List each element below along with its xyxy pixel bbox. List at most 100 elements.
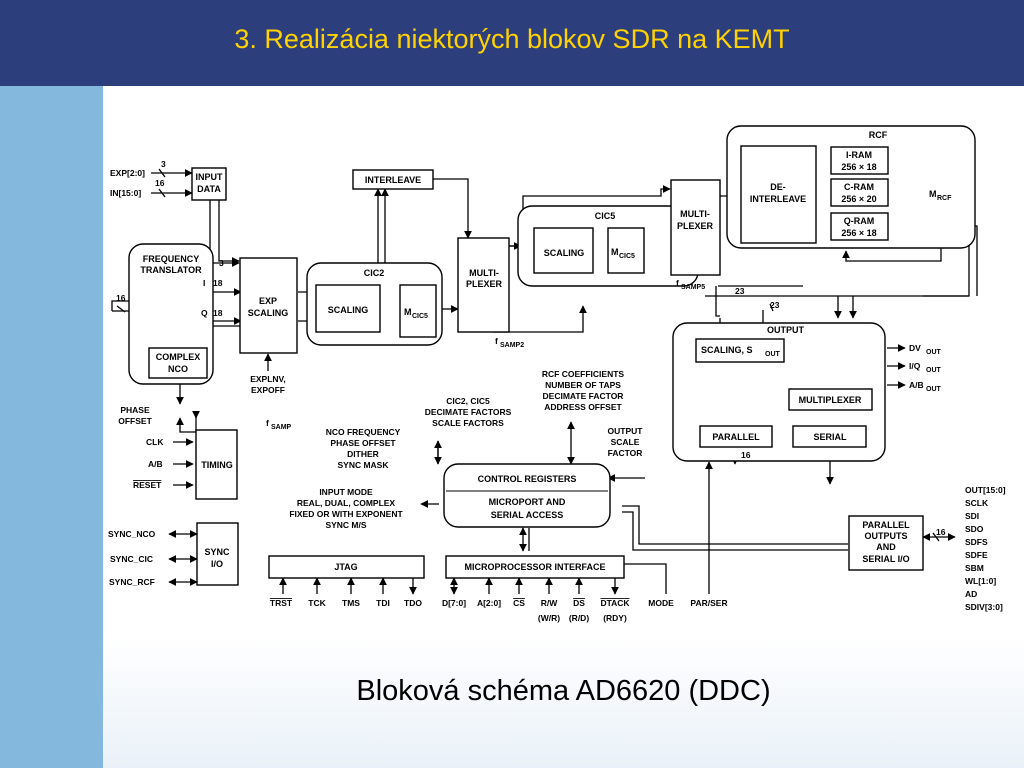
- cic5-scaling-block: [533, 227, 594, 274]
- nco-notes-3: DITHER: [347, 449, 379, 459]
- mux1-label-2: PLEXER: [466, 279, 503, 289]
- pin-trst: TRST: [270, 598, 293, 608]
- nco-notes-4: SYNC MASK: [337, 460, 389, 470]
- multiplexer-block: [788, 388, 873, 411]
- mcic5-block: [607, 227, 645, 274]
- interleave-block: [352, 169, 434, 190]
- cic2-label: CIC2: [364, 268, 385, 278]
- cic2-scaling-label: SCALING: [328, 305, 369, 315]
- rcf-notes-1: RCF COEFFICIENTS: [542, 369, 624, 379]
- pin-par-ser: PAR/SER: [690, 598, 727, 608]
- pin-tdi: TDI: [376, 598, 390, 608]
- out-pin-7: SBM: [965, 563, 984, 573]
- out-pin-9: AD: [965, 589, 977, 599]
- pin-dtack: DTACK: [600, 598, 630, 608]
- parallel-outputs-label-4: SERIAL I/O: [862, 554, 909, 564]
- exp-scaling-label-2: SCALING: [248, 308, 289, 318]
- input-data-block: [191, 167, 227, 201]
- cic-notes-3: SCALE FACTORS: [432, 418, 504, 428]
- input-mode-1: INPUT MODE: [319, 487, 373, 497]
- pin-ds: DS: [573, 598, 585, 608]
- sync-io-block: [196, 522, 239, 586]
- bus-width-16-c: 16: [741, 450, 751, 460]
- phase-offset-label-2: OFFSET: [118, 416, 152, 426]
- left-decor-bar: [0, 86, 103, 768]
- bus-width-3-b: 3: [219, 258, 224, 268]
- complex-nco-label-2: NCO: [168, 364, 188, 374]
- q-label: Q: [201, 308, 208, 318]
- control-registers-block: [443, 463, 611, 528]
- deinterleave-label-1: DE-: [770, 182, 786, 192]
- explnv-label-2: EXPOFF: [251, 385, 285, 395]
- ab-label: A/B: [148, 459, 163, 469]
- nco-notes-1: NCO FREQUENCY: [326, 427, 401, 437]
- cram-label-1: C-RAM: [844, 182, 874, 192]
- input-mode-4: SYNC M/S: [325, 520, 366, 530]
- iram-label-2: 256 × 18: [841, 162, 876, 172]
- mcic2-label: M: [404, 307, 412, 317]
- qram-label-1: Q-RAM: [844, 216, 875, 226]
- deinterleave-label-2: INTERLEAVE: [750, 194, 806, 204]
- sync-cic-label: SYNC_CIC: [110, 554, 153, 564]
- q-ram-block: [830, 212, 889, 241]
- rcf-notes-2: NUMBER OF TAPS: [545, 380, 621, 390]
- cic-notes-2: DECIMATE FACTORS: [425, 407, 512, 417]
- pin-rd-sub: (R/D): [569, 613, 589, 623]
- bus-width-3: 3: [161, 159, 166, 169]
- mcic2-sub: CIC5: [412, 313, 428, 320]
- in-input-label: IN[15:0]: [110, 188, 141, 198]
- cram-label-2: 256 × 20: [841, 194, 876, 204]
- jtag-block: [268, 555, 425, 579]
- freq-translator-label-2: TRANSLATOR: [140, 265, 202, 275]
- parallel-outputs-label-3: AND: [876, 542, 896, 552]
- pin-rw: R/W: [541, 598, 559, 608]
- parallel-block: [699, 425, 773, 448]
- sync-io-label-1: SYNC: [204, 547, 230, 557]
- timing-label: TIMING: [201, 460, 233, 470]
- multiplexer-label: MULTIPLEXER: [799, 395, 862, 405]
- bus-width-23-a: 23: [735, 286, 745, 296]
- pin-cs: CS: [513, 598, 525, 608]
- output-label: OUTPUT: [767, 325, 805, 335]
- fsamp2-label: f: [495, 336, 498, 346]
- complex-nco-block: [148, 347, 208, 379]
- out-pin-6: SDFE: [965, 550, 988, 560]
- bus-width-16-d: 16: [936, 527, 946, 537]
- input-data-label-2: DATA: [197, 184, 221, 194]
- control-registers-label-2: MICROPORT AND: [489, 497, 566, 507]
- fsamp5-sub: SAMP5: [681, 284, 705, 291]
- input-data-label-1: INPUT: [196, 172, 224, 182]
- mrcf-sub: RCF: [937, 195, 952, 202]
- fsamp-sub: SAMP: [271, 424, 292, 431]
- timing-block: [195, 429, 238, 500]
- out-pin-3: SDI: [965, 511, 979, 521]
- mpi-label: MICROPROCESSOR INTERFACE: [464, 562, 605, 572]
- parallel-outputs-label-1: PARALLEL: [862, 520, 910, 530]
- cic5-scaling-label: SCALING: [544, 248, 585, 258]
- pin-mode: MODE: [648, 598, 674, 608]
- mcic5-sub: CIC5: [619, 253, 635, 260]
- bus-width-18-q: 18: [213, 308, 223, 318]
- fsamp-label: f: [266, 418, 269, 428]
- caption-area: [103, 636, 1024, 768]
- sync-rcf-label: SYNC_RCF: [109, 577, 155, 587]
- exp-scaling-label-1: EXP: [259, 296, 277, 306]
- scaling-sout-label: SCALING, S: [701, 345, 753, 355]
- nco-notes-2: PHASE OFFSET: [330, 438, 396, 448]
- parallel-label: PARALLEL: [712, 432, 760, 442]
- sync-io-label-2: I/O: [211, 559, 223, 569]
- mrcf-label: M: [929, 189, 937, 199]
- mcic2-block: [399, 284, 437, 338]
- iq-out-sub: OUT: [926, 367, 942, 374]
- deinterleave-block: [740, 145, 817, 244]
- cic-notes-1: CIC2, CIC5: [446, 396, 490, 406]
- ad6620-block-diagram: Σ Σ INPUT DATA FREQUE: [108, 125, 1006, 623]
- slide-caption: Bloková schéma AD6620 (DDC): [356, 675, 771, 707]
- out-pin-5: SDFS: [965, 537, 988, 547]
- pin-tms: TMS: [342, 598, 360, 608]
- bus-width-16-b: 16: [116, 293, 126, 303]
- cic2-scaling-block: [315, 284, 381, 333]
- sout-sub: OUT: [765, 351, 781, 358]
- rcf-label: RCF: [869, 130, 888, 140]
- reset-label: RESET: [133, 480, 162, 490]
